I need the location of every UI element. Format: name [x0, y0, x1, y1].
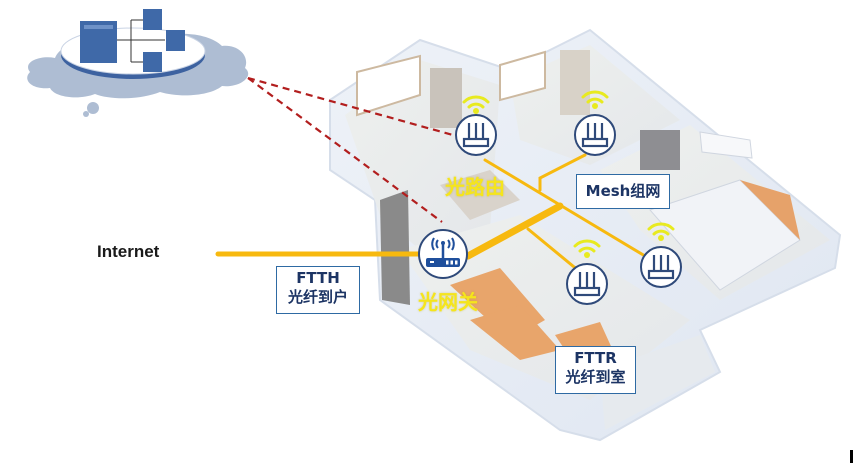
- mesh-label-box: Mesh组网: [576, 174, 670, 209]
- optical-gateway[interactable]: [418, 229, 468, 279]
- server-icon: [166, 30, 185, 51]
- fiber-bedroom-line: [483, 158, 667, 270]
- router-icon: [647, 255, 675, 280]
- fiber-lines: [215, 153, 667, 278]
- apartment-illustration: [329, 28, 842, 442]
- mesh-label: Mesh组网: [585, 182, 661, 200]
- text-cursor: [850, 450, 853, 463]
- main-router-label: 光路由: [445, 175, 505, 199]
- router-bedroom[interactable]: [640, 222, 682, 288]
- internet-label: Internet: [97, 242, 160, 261]
- fttr-label-subtitle: 光纤到室: [565, 368, 626, 386]
- router-icon: [573, 272, 601, 297]
- router-kitchen[interactable]: [455, 95, 497, 156]
- ftth-label-title: FTTH: [296, 269, 340, 287]
- wireless-link-router: [247, 76, 461, 139]
- fiber-study-line: [538, 153, 587, 192]
- wifi-icon: [573, 239, 601, 253]
- server-icon: [143, 9, 162, 30]
- ftth-label-box: FTTH 光纤到户: [276, 266, 360, 314]
- gateway-label: 光网关: [418, 290, 478, 314]
- ftth-label-subtitle: 光纤到户: [287, 288, 348, 306]
- fttr-label-box: FTTR 光纤到室: [555, 346, 636, 394]
- server-cloud-icon: [27, 9, 249, 117]
- router-icon: [462, 123, 490, 148]
- wifi-icon: [647, 222, 675, 236]
- wireless-links: [247, 76, 461, 223]
- fiber-trunk-line: [464, 202, 564, 260]
- fttr-label-title: FTTR: [574, 349, 617, 367]
- server-icon: [143, 52, 162, 72]
- router-living[interactable]: [566, 239, 608, 305]
- wireless-link-gateway: [247, 77, 443, 223]
- wifi-icon: [581, 90, 609, 104]
- router-study[interactable]: [574, 90, 616, 156]
- wifi-icon: [462, 95, 490, 109]
- optical-gateway-icon: [426, 237, 460, 267]
- router-icon: [581, 123, 609, 148]
